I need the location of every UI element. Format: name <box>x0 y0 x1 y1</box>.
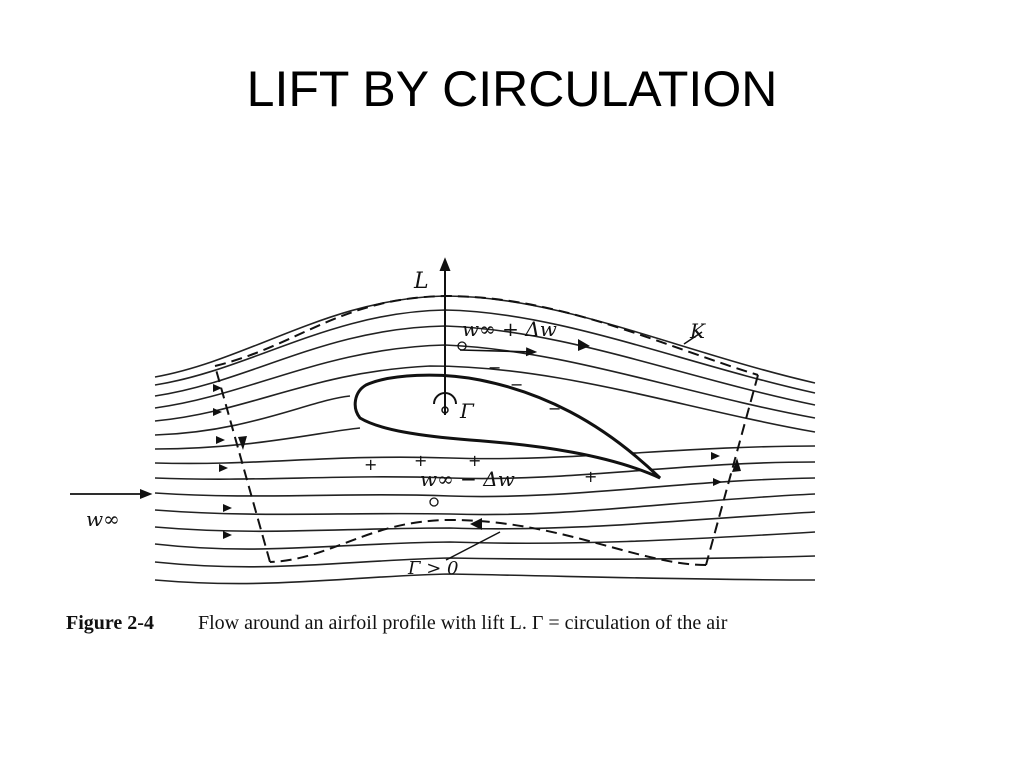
contour-arrow-right <box>732 458 741 472</box>
circulation-condition-label: Γ > 0 <box>407 558 458 579</box>
airfoil <box>353 373 662 480</box>
lower-velocity-label: w∞ − Δw <box>420 467 515 491</box>
streamline <box>154 493 816 516</box>
lift-label: L <box>413 269 429 294</box>
upper-velocity-label: w∞ + Δw <box>462 317 557 341</box>
arrowhead <box>223 504 232 512</box>
arrowhead <box>711 452 720 460</box>
minus-sign: − <box>510 375 523 394</box>
contour-label: K <box>689 319 706 343</box>
arrowhead <box>219 464 228 472</box>
minus-sign: − <box>488 358 501 377</box>
minus-sign: − <box>548 399 561 418</box>
control-contour <box>214 294 759 566</box>
streamline <box>154 511 816 533</box>
arrowhead <box>713 478 722 486</box>
streamline <box>154 427 361 450</box>
arrowhead <box>213 408 222 416</box>
figure-number: Figure 2-4 <box>66 612 154 634</box>
contour-arrow-bottom <box>470 518 482 530</box>
arrowhead <box>213 384 222 392</box>
streamline <box>154 531 816 550</box>
streamline <box>154 365 816 433</box>
upper-point-icon <box>457 341 467 351</box>
lower-point-icon <box>429 497 439 507</box>
slide-title: LIFT BY CIRCULATION <box>246 61 778 117</box>
upper-velocity-arrow <box>459 347 538 357</box>
streamline <box>154 445 816 465</box>
arrowhead <box>216 436 225 444</box>
center-point <box>441 406 449 414</box>
freestream-label: w∞ <box>86 507 120 531</box>
contour-label-leader <box>683 331 703 345</box>
streamline <box>154 477 816 498</box>
plus-sign: + <box>364 455 377 474</box>
contour-bottom <box>269 518 707 566</box>
circulation-icon <box>433 392 457 405</box>
circulation-condition-leader <box>445 531 501 561</box>
flow-arrows <box>213 384 722 539</box>
streamline <box>154 555 816 568</box>
plus-sign: + <box>584 467 597 486</box>
figure-caption: Flow around an airfoil profile with lift… <box>198 612 728 634</box>
contour-arrow-top <box>578 339 590 351</box>
plus-sign: + <box>414 451 427 470</box>
circulation-label: Γ <box>459 399 475 423</box>
streamline <box>154 395 351 436</box>
arrowhead <box>223 531 232 539</box>
plus-sign: + <box>468 451 481 470</box>
streamline <box>154 573 816 585</box>
contour-arrow-left <box>238 436 247 450</box>
streamline <box>154 461 816 480</box>
